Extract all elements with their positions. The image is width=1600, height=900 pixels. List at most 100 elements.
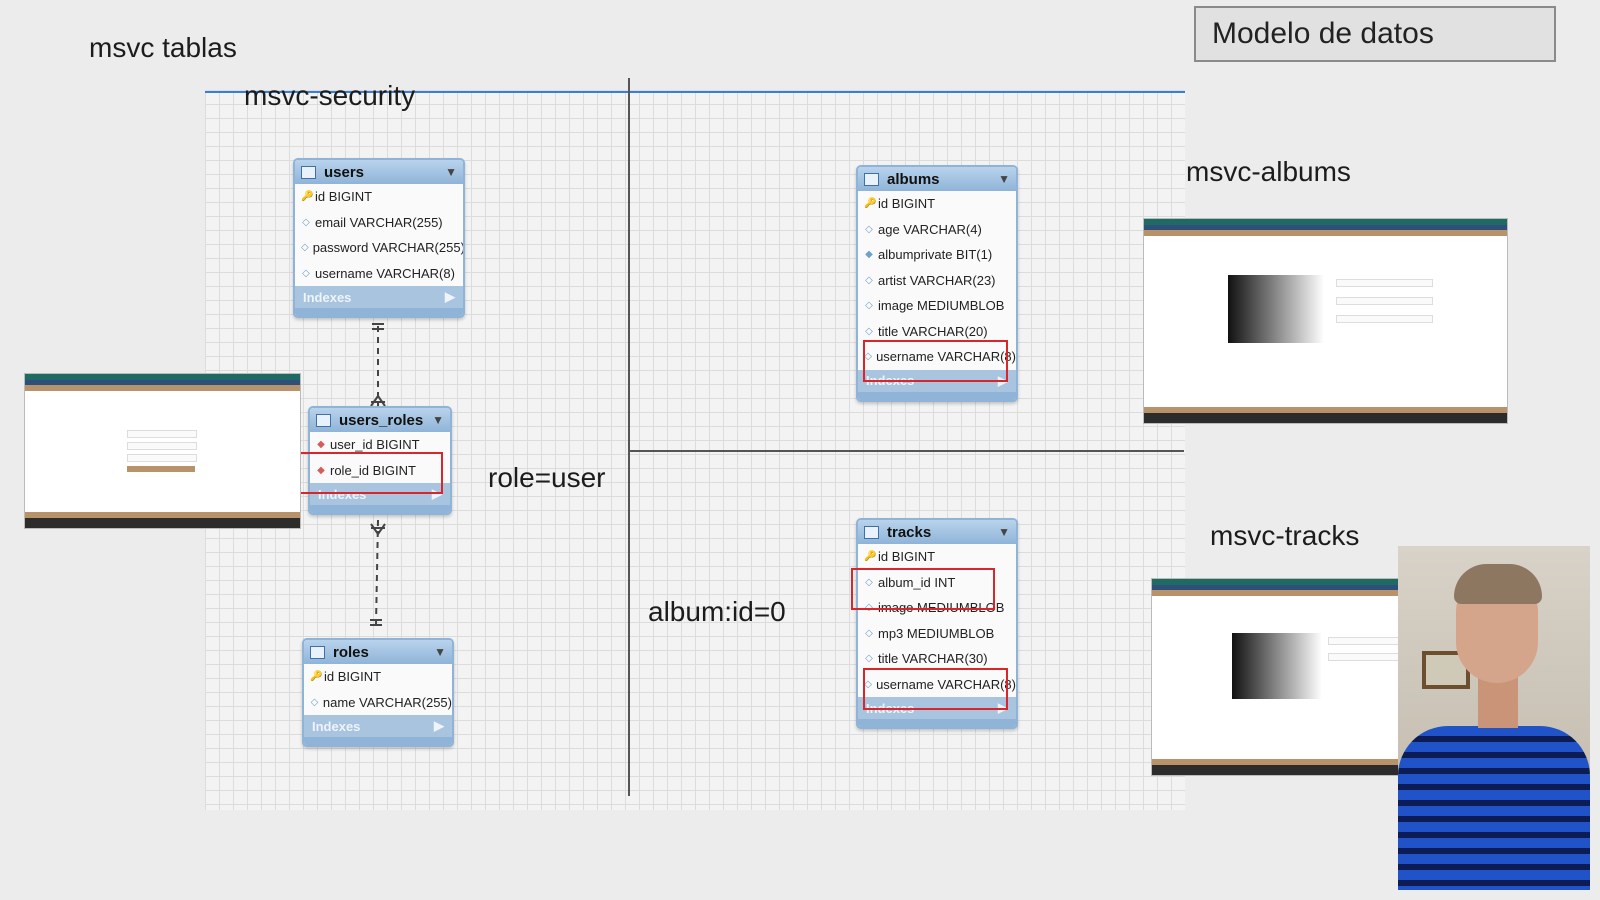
triangle-right-icon: ▶	[998, 700, 1008, 715]
section-label-albums: msvc-albums	[1186, 156, 1351, 187]
table-footer	[858, 719, 1016, 727]
chevron-down-icon[interactable]: ▼	[432, 413, 444, 427]
column-row[interactable]: 🔑id BIGINT	[295, 184, 463, 210]
section-label-security: msvc-security	[244, 80, 416, 111]
column-label: albumprivate BIT(1)	[878, 247, 993, 263]
diamond-icon: ◇	[864, 351, 872, 363]
table-icon	[301, 165, 316, 179]
table-footer	[858, 391, 1016, 400]
table-header[interactable]: roles ▼	[304, 640, 452, 664]
column-row[interactable]: ◇ artist VARCHAR(23)	[858, 268, 1016, 294]
indexes-row[interactable]: Indexes ▶	[295, 286, 463, 308]
column-label: id BIGINT	[878, 549, 936, 565]
table-name: users	[324, 163, 365, 181]
webcam-video	[1398, 546, 1590, 890]
table-tracks[interactable]: tracks ▼ 🔑id BIGINT ◇album_id INT ◇image…	[856, 518, 1018, 729]
table-albums[interactable]: albums ▼ 🔑id BIGINT ◇age VARCHAR(4) ◆ alb…	[856, 165, 1018, 402]
relationship-lines	[370, 323, 386, 626]
horizontal-divider	[628, 450, 1184, 452]
table-header[interactable]: users_roles ▼	[310, 408, 450, 432]
column-label: artist VARCHAR(23)	[878, 272, 996, 288]
table-icon	[864, 525, 879, 539]
column-row[interactable]: ◇image MEDIUMBLOB	[858, 595, 1016, 621]
column-label: image MEDIUMBLOB	[878, 298, 1005, 314]
table-roles[interactable]: roles ▼ 🔑id BIGINT ◇name VARCHAR(255) In…	[302, 638, 454, 747]
column-row[interactable]: ◇title VARCHAR(30)	[858, 646, 1016, 672]
table-header[interactable]: albums ▼	[858, 167, 1016, 191]
app-screenshot-security	[24, 373, 301, 529]
table-icon	[316, 413, 331, 427]
key-icon: 🔑	[864, 198, 877, 210]
highlight-tracks-username	[863, 668, 1008, 710]
column-row[interactable]: ◇ username VARCHAR(8)	[858, 344, 1016, 370]
app-screenshot-tracks	[1151, 578, 1403, 776]
column-row[interactable]: 🔑id BIGINT	[304, 664, 452, 690]
highlight-role-id	[298, 452, 443, 494]
indexes-label: Indexes	[303, 289, 352, 305]
presenter-neck	[1478, 676, 1518, 728]
diamond-icon: ◇	[310, 696, 319, 708]
diamond-icon: ◇	[302, 216, 310, 228]
column-label: username VARCHAR(8)	[876, 349, 1016, 365]
diamond-icon: ◇	[301, 242, 309, 254]
table-users[interactable]: users ▼ 🔑id BIGINT ◇ email VARCHAR(255) ◇…	[293, 158, 465, 318]
column-row[interactable]: ◇album_id INT	[858, 570, 1016, 596]
column-row[interactable]: ◇username VARCHAR(8)	[858, 672, 1016, 698]
annotation-role: role=user	[488, 462, 606, 493]
indexes-label: Indexes	[318, 486, 367, 502]
column-row[interactable]: ◇title VARCHAR(20)	[858, 319, 1016, 345]
annotation-album: album:id=0	[648, 596, 786, 627]
column-row[interactable]: ◇password VARCHAR(255)	[295, 235, 463, 261]
diamond-icon: ◇	[865, 576, 873, 588]
column-row[interactable]: 🔑id BIGINT	[858, 544, 1016, 570]
slide-title-box: Modelo de datos	[1194, 6, 1556, 62]
red-diamond-icon: ◆	[317, 439, 325, 451]
key-icon: 🔑	[301, 191, 314, 203]
column-label: password VARCHAR(255)	[312, 240, 465, 256]
chevron-down-icon[interactable]: ▼	[998, 525, 1010, 539]
vertical-divider	[628, 78, 630, 796]
column-row[interactable]: ◇ email VARCHAR(255)	[295, 210, 463, 236]
diamond-icon: ◇	[865, 627, 873, 639]
column-row[interactable]: ◆ albumprivate BIT(1)	[858, 242, 1016, 268]
column-row[interactable]: ◇username VARCHAR(8)	[295, 261, 463, 287]
diamond-icon: ◇	[302, 267, 310, 279]
table-icon	[310, 645, 325, 659]
column-label: username VARCHAR(8)	[876, 676, 1016, 692]
diamond-icon: ◇	[865, 325, 873, 337]
highlight-album-id	[851, 568, 995, 610]
diamond-icon: ◇	[865, 274, 873, 286]
triangle-right-icon: ▶	[445, 289, 455, 304]
column-row[interactable]: ◇age VARCHAR(4)	[858, 217, 1016, 243]
chevron-down-icon[interactable]: ▼	[998, 172, 1010, 186]
table-users-roles[interactable]: users_roles ▼ ◆user_id BIGINT ◆role_id B…	[308, 406, 452, 515]
table-footer	[304, 737, 452, 745]
column-label: email VARCHAR(255)	[315, 214, 443, 230]
table-header[interactable]: tracks ▼	[858, 520, 1016, 544]
column-row[interactable]: ◇mp3 MEDIUMBLOB	[858, 621, 1016, 647]
chevron-down-icon[interactable]: ▼	[445, 165, 457, 179]
indexes-row[interactable]: Indexes▶	[304, 715, 452, 737]
table-name: roles	[333, 643, 369, 661]
key-icon: 🔑	[864, 551, 877, 563]
column-row[interactable]: 🔑id BIGINT	[858, 191, 1016, 217]
column-label: name VARCHAR(255)	[322, 694, 452, 710]
column-row[interactable]: ◆role_id BIGINT	[310, 458, 450, 484]
section-divider-line	[205, 91, 1185, 93]
chevron-down-icon[interactable]: ▼	[434, 645, 446, 659]
column-label: id BIGINT	[324, 669, 382, 685]
column-row[interactable]: ◆user_id BIGINT	[310, 432, 450, 458]
users_roles-roles-link	[375, 519, 379, 625]
column-row[interactable]: ◇name VARCHAR(255)	[304, 690, 452, 716]
table-footer	[295, 308, 463, 316]
diamond-icon: ◇	[865, 653, 873, 665]
key-icon: 🔑	[310, 671, 323, 683]
diamond-icon: ◆	[865, 249, 873, 261]
table-name: tracks	[887, 523, 932, 541]
table-header[interactable]: users ▼	[295, 160, 463, 184]
column-row[interactable]: ◇image MEDIUMBLOB	[858, 293, 1016, 319]
red-diamond-icon: ◆	[317, 464, 325, 476]
triangle-right-icon: ▶	[434, 718, 444, 733]
table-name: users_roles	[339, 411, 424, 429]
column-label: image MEDIUMBLOB	[878, 600, 1005, 616]
